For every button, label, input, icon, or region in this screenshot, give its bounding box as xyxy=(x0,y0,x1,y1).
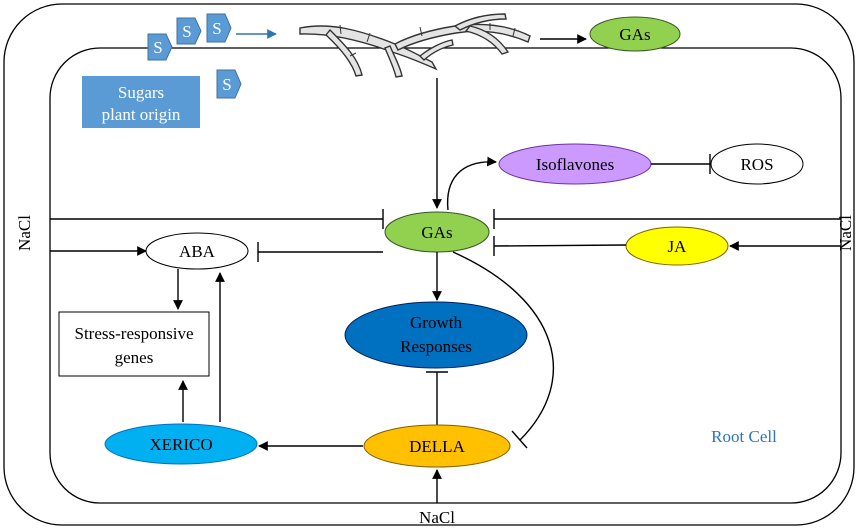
gas-center-label: GAs xyxy=(421,223,452,242)
s-marker-label: S xyxy=(222,75,231,94)
cell-wall-outer xyxy=(3,3,855,526)
ja-node xyxy=(625,226,729,266)
stress-genes-label-line1: Stress-responsive xyxy=(75,324,194,343)
xerico-node xyxy=(104,423,258,465)
growth-responses-node xyxy=(344,301,528,369)
growth-label-line1: Growth xyxy=(410,313,462,332)
gas-top-label: GAs xyxy=(619,25,650,44)
nacl-right-label: NaCl xyxy=(836,215,855,251)
stress-responsive-genes-box xyxy=(58,311,210,377)
della-label: DELLA xyxy=(409,437,465,456)
gas-to-isoflavones-arrow xyxy=(446,156,497,211)
root-cell-label: Root Cell xyxy=(711,427,777,446)
gas-inhibits-della xyxy=(452,251,555,441)
inhibition-bar xyxy=(511,430,528,449)
sugars-label-line2: plant origin xyxy=(102,105,181,124)
aba-node xyxy=(145,232,249,270)
s-marker-label: S xyxy=(182,22,191,41)
s-marker-label: S xyxy=(212,19,221,38)
della-node xyxy=(363,424,511,468)
ros-node xyxy=(710,143,804,185)
sugars-label-line1: Sugars xyxy=(118,83,164,102)
s-marker-label: S xyxy=(153,38,162,57)
ros-label: ROS xyxy=(740,155,773,174)
sugar-marker: S xyxy=(206,13,232,43)
sugar-marker: S xyxy=(147,33,173,61)
nacl-bottom-label: NaCl xyxy=(419,508,455,527)
isoflavones-label: Isoflavones xyxy=(536,155,614,174)
nacl-left-label: NaCl xyxy=(15,215,34,251)
aba-label: ABA xyxy=(179,242,216,261)
cell-membrane-inner xyxy=(49,47,842,504)
growth-label-line2: Responses xyxy=(400,337,472,356)
gas-top-node xyxy=(589,16,681,52)
stress-genes-label-line2: genes xyxy=(115,348,154,367)
xerico-label: XERICO xyxy=(149,435,212,454)
sugar-marker: S xyxy=(216,69,242,99)
sugars-box xyxy=(82,76,200,128)
ja-label: JA xyxy=(668,237,688,256)
ja-inhibits-gas xyxy=(493,244,627,247)
fungal-hypha-drawing xyxy=(299,13,531,78)
hypha-septa xyxy=(339,23,516,57)
sugar-marker: S xyxy=(176,17,202,45)
